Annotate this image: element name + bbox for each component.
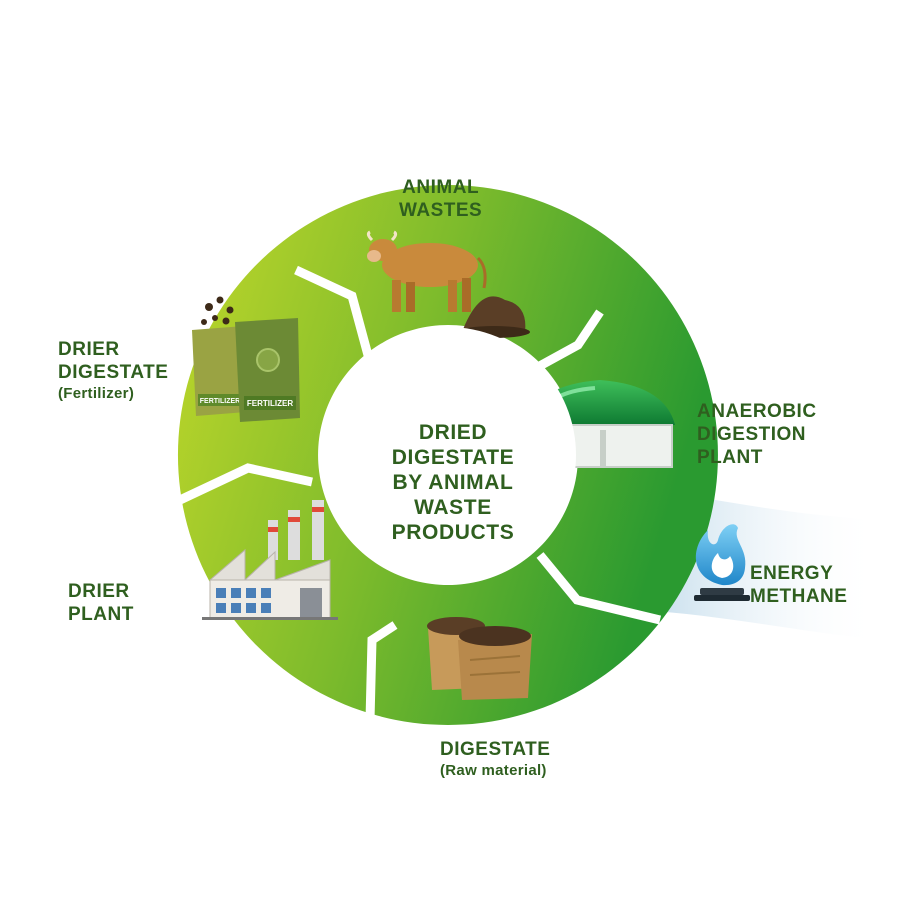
label-line: WASTES [399, 200, 483, 221]
label-line: ANIMAL [402, 177, 480, 198]
label-energy-methane: ENERGY METHANE [750, 562, 847, 608]
label-line: PLANT [68, 604, 134, 625]
label-line: DIGESTATE [440, 739, 551, 760]
center-title-line: WASTE [414, 496, 492, 519]
center-title-line: DIGESTATE [391, 446, 515, 469]
center-title-line: BY ANIMAL [392, 471, 514, 494]
label-anaerobic-digestion-plant: ANAEROBIC DIGESTION PLANT [697, 400, 817, 469]
digestate-sacks-icon [427, 617, 532, 700]
label-line: METHANE [750, 586, 848, 607]
label-line: ANAEROBIC [697, 401, 817, 422]
methane-flame-icon [694, 524, 750, 601]
center-title-line: PRODUCTS [391, 521, 515, 544]
fertilizer-bag-label-front: FERTILIZER [247, 399, 293, 408]
center-disc [320, 327, 576, 583]
label-line: DRIER [68, 581, 130, 602]
label-line: DIGESTION [697, 424, 807, 445]
fertilizer-pellets-icon [201, 296, 234, 325]
fertilizer-bag-label-back: FERTILIZER [200, 398, 240, 405]
label-sub: (Raw material) [440, 762, 547, 779]
center-title-line: DRIED [418, 421, 488, 444]
factory-icon [202, 500, 338, 620]
label-line: DRIER [58, 339, 120, 360]
label-drier-plant: DRIER PLANT [68, 580, 134, 626]
label-digestate: DIGESTATE (Raw material) [440, 738, 550, 781]
label-line: DIGESTATE [58, 362, 169, 383]
label-animal-wastes: ANIMAL WASTES [399, 176, 482, 222]
fertilizer-bags-icon: FERTILIZER FERTILIZER [192, 296, 300, 422]
label-sub: (Fertilizer) [58, 385, 135, 402]
center-title: DRIED DIGESTATE BY ANIMAL WASTE PRODUCTS [343, 420, 563, 545]
label-line: PLANT [697, 447, 763, 468]
cow-icon [366, 230, 487, 312]
label-line: ENERGY [750, 563, 834, 584]
ring-separators [178, 265, 662, 721]
label-drier-digestate: DRIER DIGESTATE (Fertilizer) [58, 338, 168, 404]
